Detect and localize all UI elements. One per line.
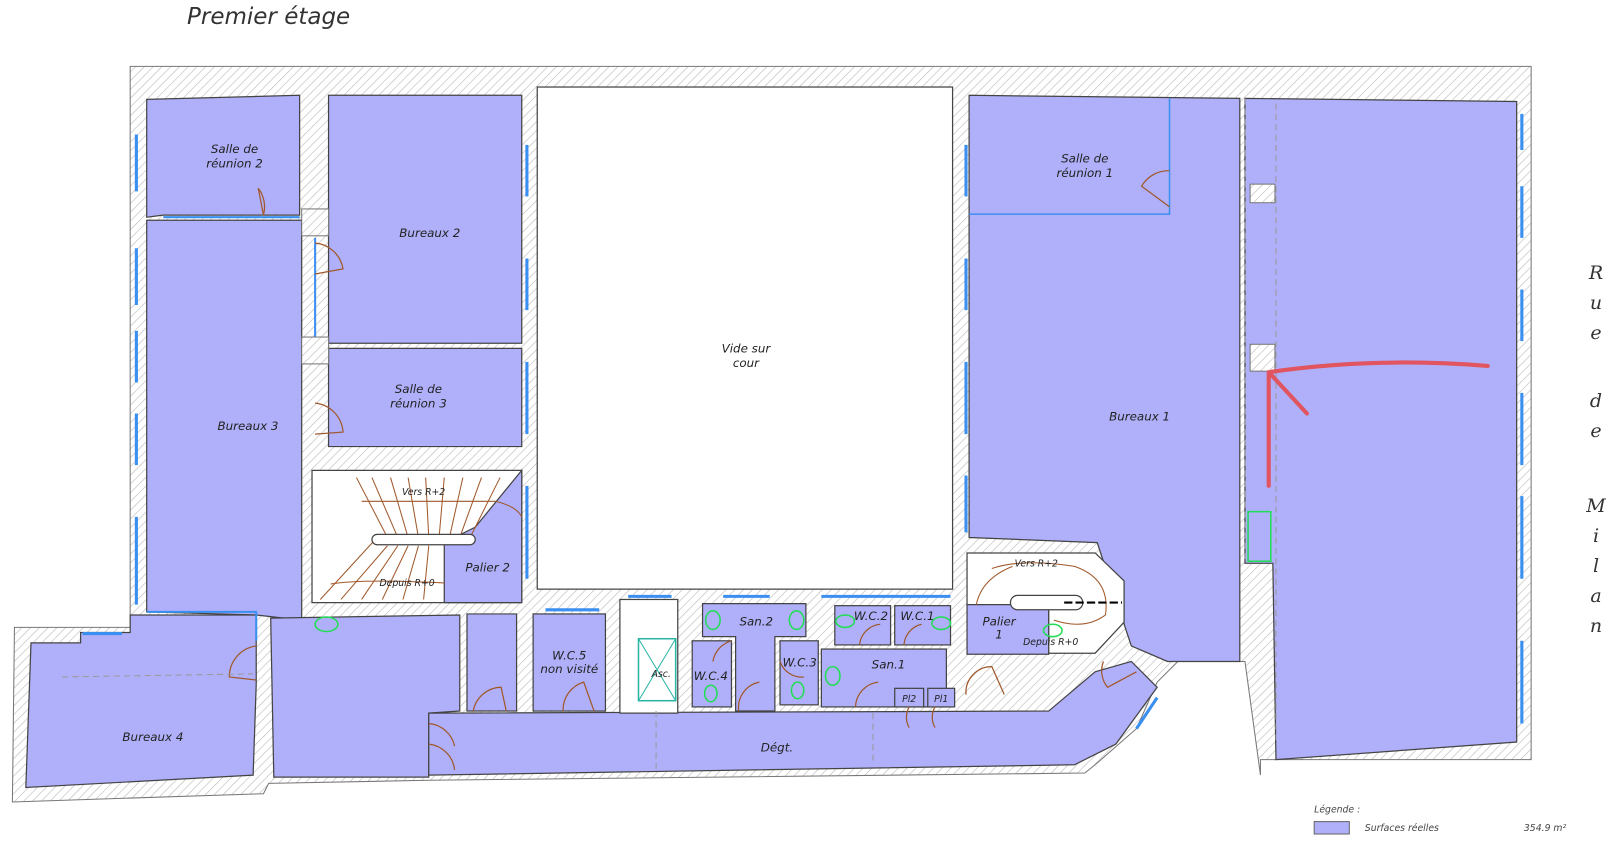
- toilet-icon: [835, 614, 856, 629]
- room-bureaux-1-east[interactable]: [1244, 97, 1518, 761]
- room-pl1[interactable]: [927, 687, 956, 708]
- room-bureaux-2[interactable]: [327, 94, 523, 344]
- pillars: [301, 183, 1276, 372]
- label-bureaux-4: Bureaux 4: [122, 730, 183, 744]
- room-salle-reunion-3[interactable]: [327, 347, 523, 448]
- room-wc2[interactable]: [834, 605, 892, 646]
- toilet-icon: [790, 681, 805, 700]
- label-salle-reunion-2-l1: Salle de: [211, 142, 258, 156]
- label-pl2: Pl2: [902, 694, 916, 705]
- label-wc3: W.C.3: [783, 656, 817, 670]
- label-bureaux-3: Bureaux 3: [217, 419, 278, 433]
- label-san1: San.1: [872, 658, 906, 672]
- label-wc2: W.C.2: [854, 609, 888, 623]
- label-vide-sur-cour-l1: Vide sur: [722, 342, 772, 356]
- room-wc1[interactable]: [894, 605, 952, 646]
- sink-icon: [314, 616, 339, 633]
- label-wc1: W.C.1: [900, 609, 934, 623]
- room-salle-reunion-2[interactable]: [146, 94, 301, 218]
- dashed-guidelines: [61, 98, 1277, 774]
- courtyard: [536, 86, 954, 590]
- label-wc5-l1: W.C.5: [552, 648, 586, 662]
- room-san2[interactable]: [701, 602, 807, 712]
- toilet-icon: [703, 684, 718, 703]
- room-bureaux-4[interactable]: [25, 614, 257, 789]
- label-bureaux-2: Bureaux 2: [399, 226, 460, 240]
- sink-icon: [704, 610, 721, 631]
- room-wc4[interactable]: [691, 640, 733, 708]
- street-label-de: de: [1585, 390, 1607, 450]
- label-palier-2: Palier 2: [465, 561, 510, 575]
- label-salle-reunion-3-l1: Salle de: [395, 382, 442, 396]
- label-stair1-up: Vers R+2: [1015, 558, 1058, 569]
- toilet-icon: [931, 616, 952, 631]
- label-bureaux-1: Bureaux 1: [1109, 410, 1170, 424]
- sink-counter-icon: [1247, 510, 1272, 563]
- doors: [228, 170, 1170, 771]
- room-san1[interactable]: [820, 648, 947, 708]
- label-salle-reunion-1-l1: Salle de: [1061, 151, 1108, 165]
- rooms: [25, 86, 1518, 789]
- room-circulation-west[interactable]: [466, 613, 518, 712]
- label-stair2-up: Vers R+2: [402, 487, 445, 498]
- label-asc: Asc.: [651, 669, 671, 680]
- room-palier-1[interactable]: [966, 604, 1050, 655]
- label-salle-reunion-1-l2: réunion 1: [1056, 166, 1113, 180]
- legend-swatch: [1313, 821, 1350, 835]
- label-wc4: W.C.4: [694, 669, 728, 683]
- street-label-milan: Milan: [1585, 495, 1607, 645]
- label-stair2-from: Depuis R+0: [379, 578, 434, 589]
- room-wc3[interactable]: [779, 640, 819, 706]
- legend-item-value: 354.9 m²: [1524, 823, 1567, 834]
- red-annotation-marks: [1266, 360, 1490, 488]
- label-salle-reunion-3-l2: réunion 3: [390, 396, 447, 410]
- label-vide-sur-cour-l2: cour: [733, 356, 760, 370]
- label-degt: Dégt.: [761, 740, 793, 754]
- legend-item-label: Surfaces réelles: [1365, 823, 1439, 834]
- elevator-icon: [637, 637, 677, 702]
- legend: Légende : Surfaces réelles 354.9 m²: [1313, 804, 1567, 835]
- room-bureaux-1[interactable]: [968, 94, 1241, 663]
- page-title: Premier étage: [187, 4, 351, 30]
- label-pl1: Pl1: [934, 694, 948, 705]
- sink-icon: [824, 665, 841, 686]
- label-palier-1-l2: 1: [995, 628, 1003, 642]
- label-wc5-l2: non visité: [540, 662, 598, 676]
- street-label-rue: Rue: [1585, 262, 1607, 352]
- label-salle-reunion-2-l2: réunion 2: [206, 157, 263, 171]
- label-stair1-from: Depuis R+0: [1023, 637, 1078, 648]
- sink-icon: [1042, 623, 1063, 638]
- legend-title: Légende :: [1314, 804, 1360, 815]
- room-degt[interactable]: [428, 660, 1158, 776]
- windows: [82, 113, 1524, 730]
- label-san2: San.2: [739, 614, 773, 628]
- room-labels: Salle de réunion 2 Bureaux 2 Salle de ré…: [122, 142, 1170, 754]
- stair-treads: [319, 477, 1123, 625]
- label-palier-1-l1: Palier: [982, 614, 1016, 628]
- room-wc5[interactable]: [532, 613, 607, 712]
- sanitary-fixtures: [314, 510, 1272, 703]
- sink-icon: [788, 610, 805, 631]
